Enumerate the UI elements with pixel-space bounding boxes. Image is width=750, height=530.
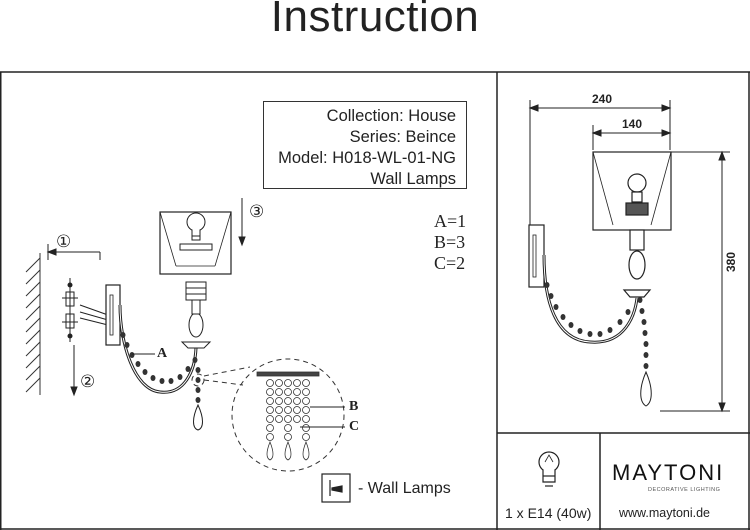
label-bc-leaders: [300, 406, 345, 428]
label-b: B: [349, 399, 359, 414]
step2-arrow: [70, 345, 78, 397]
series-line: Series: Beince: [349, 128, 456, 146]
dimension-shade-width: 140: [622, 117, 643, 131]
dimension-lines: [528, 100, 730, 413]
step-2-marker: ②: [80, 372, 96, 392]
brand-logo: MAYTONI: [612, 460, 725, 485]
step-3-marker: ③: [249, 202, 265, 222]
step-1-marker: ①: [56, 232, 72, 252]
model-line: Model: H018-WL-01-NG: [278, 149, 456, 167]
category-line: Wall Lamps: [370, 170, 456, 188]
collection-line: Collection: House: [326, 107, 456, 125]
outer-frame: [0, 71, 750, 530]
dimension-width: 240: [592, 92, 613, 106]
bulb-icon: [179, 212, 213, 251]
dimension-bead-chain: [544, 282, 649, 369]
product-info-box: Collection: House Series: Beince Model: …: [263, 101, 467, 189]
dimension-height: 380: [724, 251, 738, 272]
brand-tagline: DECORATIVE LIGHTING: [648, 487, 721, 493]
mounting-bracket: [62, 278, 109, 342]
drop-pendant: [193, 403, 203, 431]
dimension-drop-pendant: [640, 370, 652, 407]
detail-crystals: [256, 371, 320, 461]
wall-hatch: [25, 253, 41, 395]
legend-text: - Wall Lamps: [358, 480, 451, 497]
detail-callout: [191, 358, 345, 472]
part-a-count: A=1: [434, 211, 467, 231]
part-b-count: B=3: [434, 232, 466, 252]
parts-list: A=1 B=3 C=2: [434, 211, 466, 274]
bulb-spec-icon: [538, 451, 560, 487]
dimension-lamp-drawing: [528, 151, 672, 344]
legend-wall-lamp-icon: [321, 473, 351, 503]
label-a: A: [157, 346, 168, 361]
step3-arrow: [238, 198, 246, 247]
part-c-count: C=2: [434, 253, 466, 273]
bulb-spec-text: 1 x E14 (40w): [505, 505, 592, 521]
page-title: Instruction: [270, 0, 480, 41]
label-c: C: [349, 419, 360, 434]
step1-arrow: [46, 244, 101, 260]
lamp-stem: [180, 281, 212, 349]
bead-chain: [120, 332, 201, 403]
brand-website: www.maytoni.de: [619, 506, 711, 520]
